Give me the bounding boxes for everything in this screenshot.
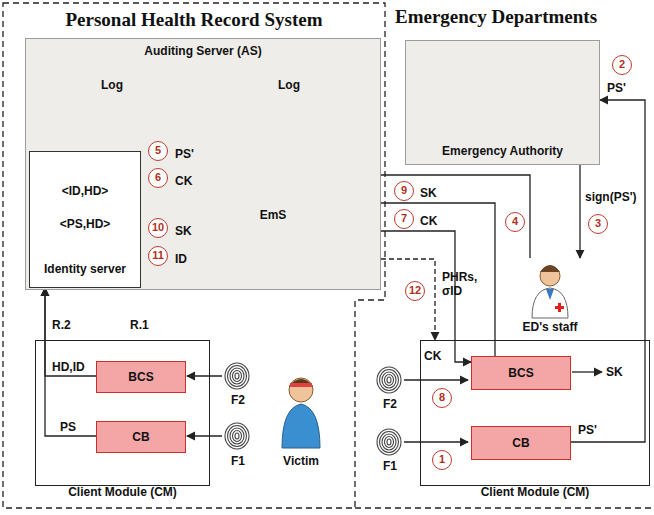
edge-label: PS' bbox=[175, 147, 194, 161]
callout-number: 12 bbox=[405, 281, 425, 301]
process-box: BCS bbox=[96, 361, 186, 393]
callout-number: 7 bbox=[394, 209, 414, 229]
callout-number: 5 bbox=[148, 141, 168, 161]
node-text: EmS bbox=[260, 208, 287, 223]
node-text: CB bbox=[512, 436, 529, 451]
node-text: Client Module (CM) bbox=[481, 485, 590, 500]
finger-label: F1 bbox=[231, 454, 245, 468]
server-box: Auditing Server (AS) <ID,HD> <PS,HD> Identi… bbox=[25, 38, 381, 290]
finger-label: F2 bbox=[231, 393, 245, 407]
edge-label: PS bbox=[60, 420, 76, 434]
victim-figure: Victim bbox=[262, 372, 340, 472]
callout-number: 1 bbox=[432, 450, 452, 470]
edge-label: sign(PS') bbox=[585, 190, 637, 204]
connector bbox=[45, 288, 96, 376]
callout-number: 8 bbox=[432, 388, 452, 408]
edge-label: CK bbox=[420, 214, 437, 228]
node-text: <PS,HD> bbox=[60, 217, 111, 232]
identity-server: <ID,HD> <PS,HD> Identity server bbox=[29, 151, 141, 288]
node-text: Auditing Server (AS) bbox=[144, 44, 261, 59]
connector bbox=[45, 288, 96, 436]
edge-label: CK bbox=[175, 174, 192, 188]
edge-label: SK bbox=[175, 224, 192, 238]
staff-figure-icon bbox=[532, 265, 568, 318]
edge-label: PS' bbox=[607, 81, 626, 95]
node-text: ED's staff bbox=[523, 320, 578, 335]
node-text: Identity server bbox=[44, 262, 126, 277]
edge-label: HD,ID bbox=[52, 360, 85, 374]
process-box: CB bbox=[96, 421, 186, 453]
client-module: Client Module (CM)BCSCB bbox=[420, 340, 650, 486]
signal-label: CK bbox=[424, 349, 441, 363]
process-box: CB bbox=[471, 426, 571, 460]
callout-number: 2 bbox=[612, 55, 632, 75]
callout-number: 9 bbox=[394, 181, 414, 201]
relation-label: R.1 bbox=[130, 318, 149, 332]
staff-figure: ED's staff bbox=[510, 258, 590, 336]
relation-label: R.2 bbox=[52, 318, 71, 332]
edge-label: ID bbox=[175, 252, 187, 266]
log-label: Log bbox=[278, 78, 300, 92]
node-text: Client Module (CM) bbox=[68, 485, 177, 500]
callout-number: 6 bbox=[148, 168, 168, 188]
node-text: Victim bbox=[283, 454, 319, 469]
victim-figure-icon bbox=[282, 378, 320, 448]
callout-number: 3 bbox=[588, 214, 608, 234]
callout-number: 10 bbox=[148, 218, 168, 238]
callout-number: 4 bbox=[505, 212, 525, 232]
process-box: BCS bbox=[471, 356, 571, 390]
edge-label: PHRs, σID bbox=[442, 270, 490, 298]
node-text: Personal Health Record System bbox=[66, 9, 323, 31]
section-heading: Emergency Departments bbox=[395, 6, 597, 28]
node-text: CB bbox=[132, 430, 149, 445]
log-label: Log bbox=[101, 78, 123, 92]
node-text: <ID,HD> bbox=[62, 184, 109, 199]
edge-label: SK bbox=[420, 186, 437, 200]
callout-number: 11 bbox=[148, 246, 168, 266]
node-text: BCS bbox=[508, 366, 533, 381]
signal-label: SK bbox=[606, 365, 623, 379]
region-outline bbox=[3, 3, 651, 508]
finger-label: F2 bbox=[383, 397, 397, 411]
authority-box: Emergency Authority bbox=[405, 40, 600, 165]
connector bbox=[579, 165, 580, 258]
node-text: BCS bbox=[128, 370, 153, 385]
signal-label: PS' bbox=[578, 423, 597, 437]
emergency-server: EmS bbox=[229, 136, 317, 286]
finger-label: F1 bbox=[383, 459, 397, 473]
node-text: Emergency Authority bbox=[442, 144, 563, 159]
